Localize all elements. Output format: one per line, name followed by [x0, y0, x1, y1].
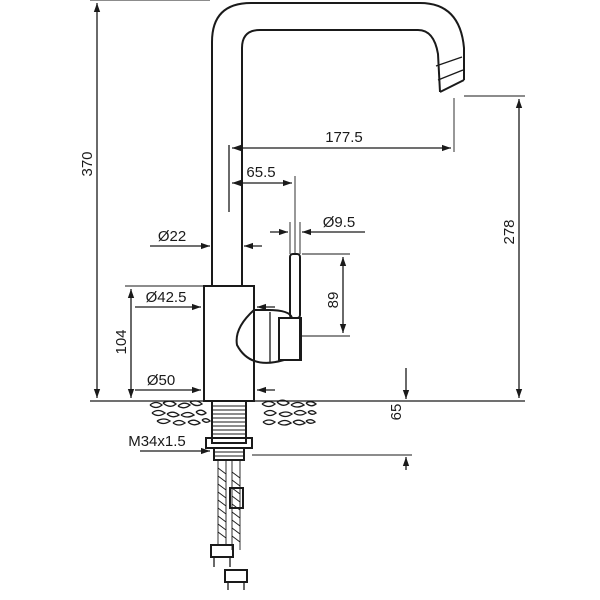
dim-spout-reach: 177.5	[325, 129, 363, 146]
handle-stem	[289, 253, 301, 319]
dim-mount-depth: 65	[388, 404, 405, 421]
body-cylinder	[203, 285, 255, 402]
dim-total-height: 370	[79, 151, 96, 176]
dim-thread: M34x1.5	[128, 433, 186, 450]
dim-body-diameter: Ø42.5	[146, 289, 187, 306]
dimension-lines	[90, 0, 525, 470]
dim-handle-diameter: Ø9.5	[323, 214, 356, 231]
dim-base-diameter: Ø50	[147, 372, 175, 389]
dimension-labels: 370 104 278 89 65 177.5 65.5 Ø22 Ø9.5 Ø4…	[79, 129, 518, 450]
dim-spout-height: 278	[501, 219, 518, 244]
stone-layer	[149, 399, 318, 426]
dim-spout-diameter: Ø22	[158, 228, 186, 245]
dim-body-height: 104	[113, 329, 130, 354]
lever-handle	[235, 253, 302, 364]
dim-handle-offset: 65.5	[246, 164, 275, 181]
dim-handle-length: 89	[325, 292, 342, 309]
spout-pipe	[211, 2, 465, 286]
supply-hoses	[210, 460, 248, 590]
